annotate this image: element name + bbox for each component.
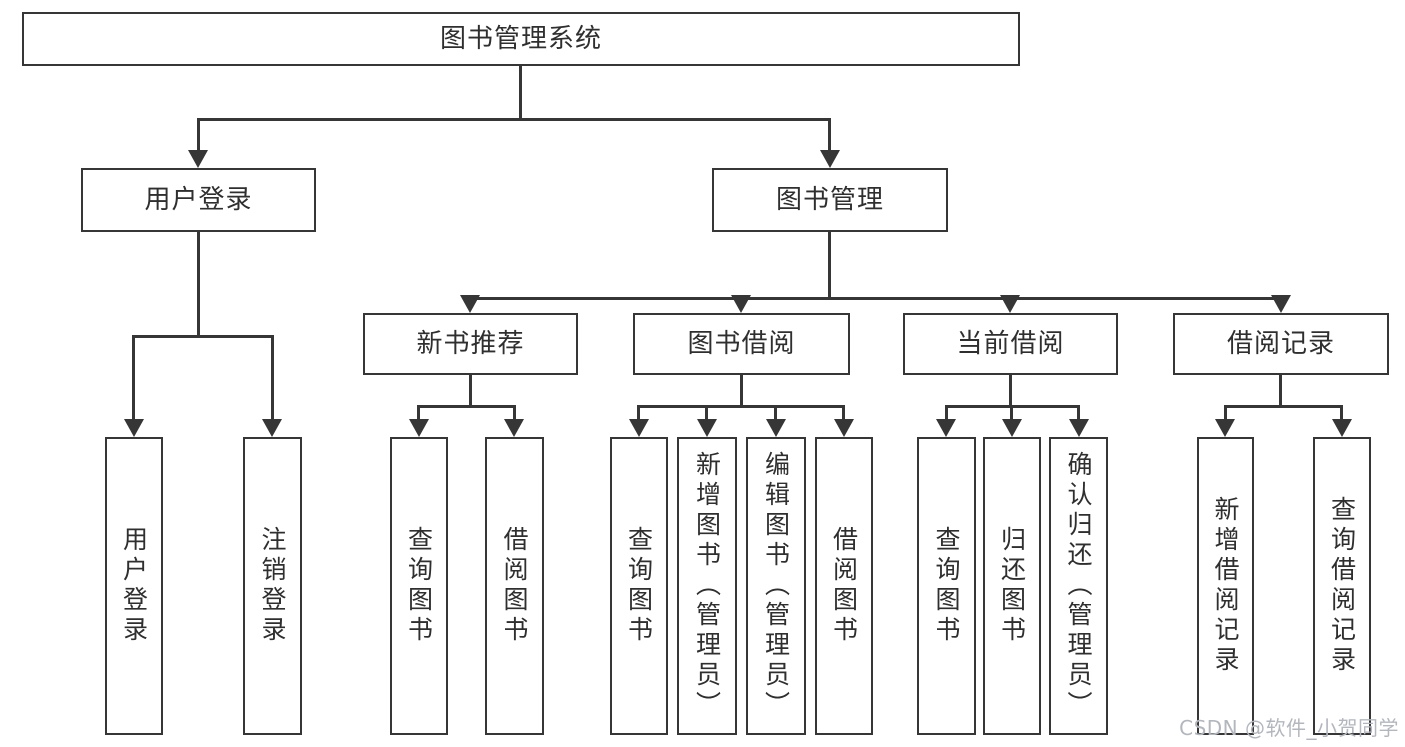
arrowhead [1002,419,1022,437]
connector-line [417,405,516,408]
leaf-query-books-current: 查询图书 [917,437,976,735]
leaf-query-books-recommend: 查询图书 [390,437,448,735]
node-label: 图书管理 [775,185,884,215]
arrowhead [820,150,840,168]
leaf-add-books-admin: 新增图书（管理员） [677,437,737,735]
connector-line [519,66,522,120]
connector-line [828,230,831,299]
node-label: 查询图书 [624,526,654,646]
node-label: 新增借阅记录 [1211,496,1240,676]
node-label: 借阅图书 [500,526,529,646]
connector-line [705,405,708,420]
node-label: 归还图书 [997,526,1027,646]
node-root: 图书管理系统 [22,12,1020,66]
node-label: 查询借阅记录 [1327,496,1357,676]
arrowhead [262,419,282,437]
node-book-borrow: 图书借阅 [633,313,850,375]
node-label: 图书管理系统 [439,24,602,54]
arrowhead [936,419,956,437]
arrowhead [1215,419,1235,437]
leaf-edit-books-admin: 编辑图书（管理员） [746,437,806,735]
node-current-borrow: 当前借阅 [903,313,1118,375]
connector-line [828,118,831,154]
arrowhead [188,150,208,168]
connector-line [637,405,845,408]
node-borrow-records: 借阅记录 [1173,313,1389,375]
leaf-query-borrow-record: 查询借阅记录 [1313,437,1371,735]
leaf-query-books-borrow: 查询图书 [610,437,668,735]
connector-line [417,405,420,420]
node-label: 图书借阅 [687,329,796,359]
arrowhead [834,419,854,437]
connector-line [1077,405,1080,420]
connector-line [1009,373,1012,407]
node-label: 注销登录 [258,526,287,646]
connector-line [197,230,200,337]
node-label: 借阅记录 [1226,329,1335,359]
leaf-borrow-books: 借阅图书 [815,437,873,735]
connector-line [945,405,948,420]
node-label: 编辑图书（管理员） [761,451,791,721]
arrowhead [1000,295,1020,313]
connector-line [1279,373,1282,407]
connector-line [469,297,1282,300]
node-book-management: 图书管理 [712,168,948,232]
arrowhead [629,419,649,437]
connector-line [513,405,516,420]
connector-line [842,405,845,420]
node-label: 查询图书 [932,526,961,646]
connector-line [1010,405,1013,420]
leaf-return-books: 归还图书 [983,437,1041,735]
node-label: 用户登录 [119,526,149,646]
arrowhead [504,419,524,437]
arrowhead [766,419,786,437]
arrowhead [124,419,144,437]
arrowhead [1271,295,1291,313]
arrowhead [697,419,717,437]
node-label: 借阅图书 [829,526,859,646]
node-label: 新增图书（管理员） [692,451,722,721]
connector-line [1224,405,1227,420]
connector-line [774,405,777,420]
arrowhead [409,419,429,437]
connector-line [469,373,472,407]
connector-line [132,335,274,338]
node-label: 确认归还（管理员） [1064,451,1093,721]
arrowhead [1069,419,1089,437]
node-label: 新书推荐 [416,329,525,359]
leaf-confirm-return-admin: 确认归还（管理员） [1049,437,1108,735]
connector-line [740,373,743,407]
connector-line [197,118,831,121]
leaf-borrow-books-recommend: 借阅图书 [485,437,544,735]
arrowhead [1332,419,1352,437]
arrowhead [731,295,751,313]
node-label: 当前借阅 [956,329,1065,359]
watermark: CSDN @软件_小贺同学 [1179,716,1399,740]
node-new-book-recommend: 新书推荐 [363,313,578,375]
arrowhead [460,295,480,313]
leaf-add-borrow-record: 新增借阅记录 [1197,437,1254,735]
leaf-logout: 注销登录 [243,437,302,735]
connector-line [197,118,200,154]
connector-line [637,405,640,420]
connector-line [271,335,274,421]
connector-line [132,335,135,421]
node-user-login: 用户登录 [81,168,316,232]
connector-line [1340,405,1343,420]
node-label: 查询图书 [404,526,434,646]
connector-line [1224,405,1343,408]
leaf-user-login: 用户登录 [105,437,163,735]
node-label: 用户登录 [144,185,253,215]
